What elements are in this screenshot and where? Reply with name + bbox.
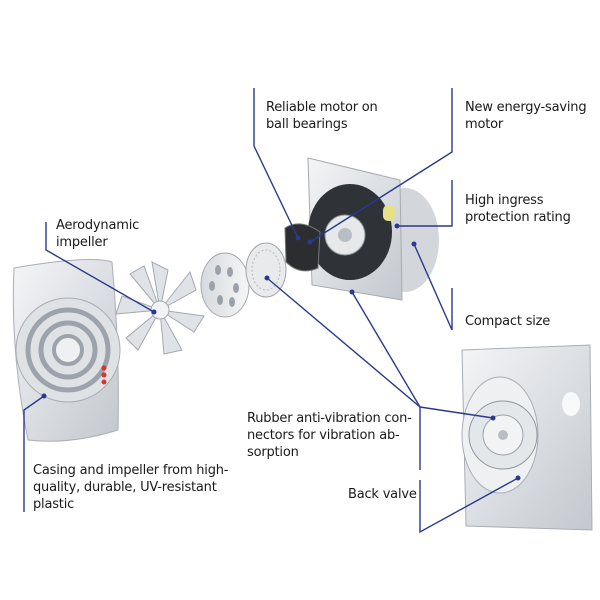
label-rubber-connectors: Rubber anti-vibration con- nectors for v… (247, 410, 412, 461)
label-line: High ingress (465, 193, 544, 208)
led-indicator (101, 365, 107, 371)
grill-disc (200, 252, 250, 318)
label-line: Aerodynamic (56, 218, 140, 233)
label-line: ball bearings (266, 117, 348, 132)
label-energy-saving-motor: New energy-saving motor (465, 99, 587, 133)
label-line: New energy-saving (465, 100, 587, 115)
label-ingress-protection: High ingress protection rating (465, 192, 571, 226)
label-line: quality, durable, UV-resistant (33, 480, 217, 495)
label-line: Back valve (348, 487, 417, 502)
leader-lines (23, 88, 519, 534)
motor-housing (284, 157, 439, 301)
label-line: impeller (56, 235, 108, 250)
label-line: protection rating (465, 210, 571, 225)
label-line: motor (465, 117, 504, 132)
front-casing (12, 259, 121, 442)
callout-dots (41, 223, 521, 481)
label-back-valve: Back valve (348, 486, 417, 503)
label-line: Reliable motor on (266, 100, 378, 115)
label-line: Casing and impeller from high- (33, 463, 229, 478)
label-reliable-motor: Reliable motor on ball bearings (266, 99, 378, 133)
label-aerodynamic-impeller: Aerodynamic impeller (56, 217, 139, 251)
rubber-disc (245, 242, 287, 298)
label-compact-size: Compact size (465, 313, 550, 330)
label-line: Rubber anti-vibration con- (247, 411, 412, 426)
label-line: nectors for vibration ab- (247, 428, 400, 443)
assembled-fan (461, 344, 593, 531)
label-line: sorption (247, 445, 299, 460)
label-casing: Casing and impeller from high- quality, … (33, 462, 228, 513)
label-line: plastic (33, 497, 75, 512)
label-line: Compact size (465, 314, 551, 329)
impeller (115, 261, 205, 355)
